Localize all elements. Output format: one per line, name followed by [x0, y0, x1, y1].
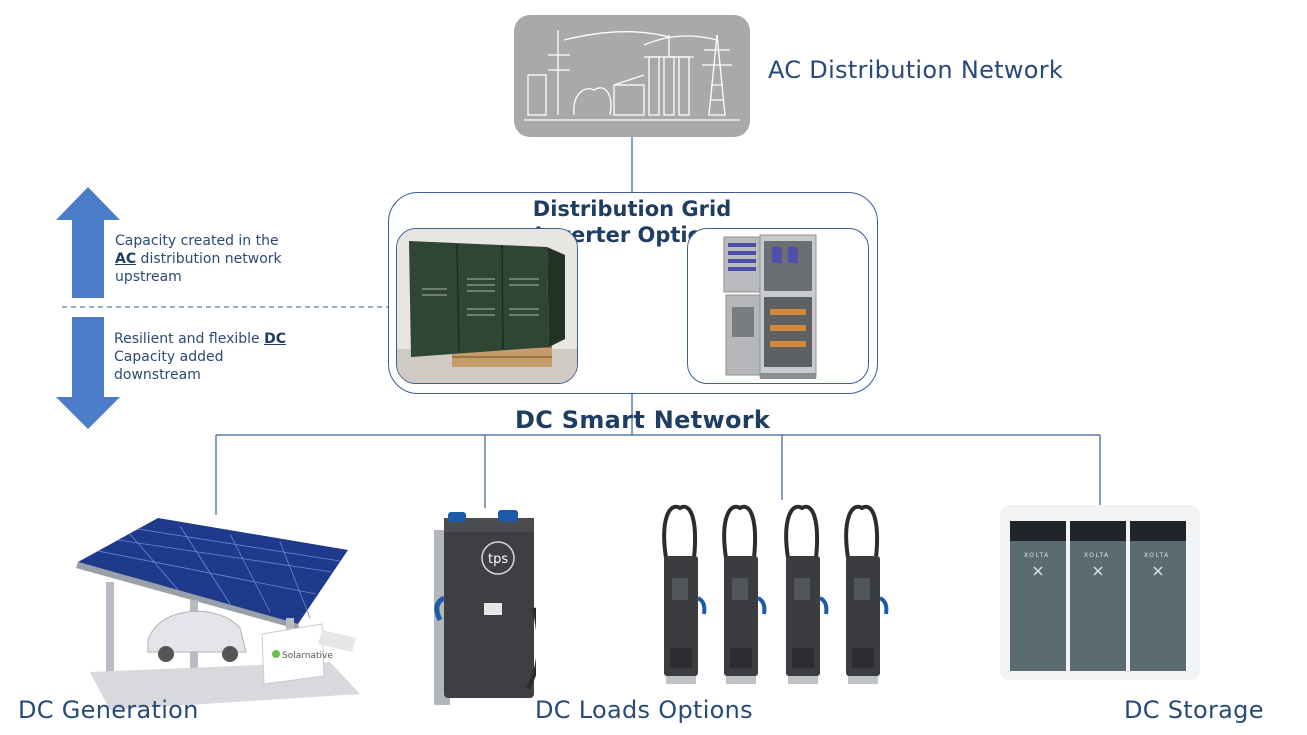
tps-charger-image: tps [418, 508, 536, 708]
storage-brand-1: XOLTA [1024, 552, 1050, 559]
storage-brand-3: XOLTA [1144, 552, 1170, 559]
ac-emphasis: AC [115, 251, 137, 267]
dc-generation-label: DC Generation [18, 696, 199, 724]
carport-brand: Solarnative [282, 651, 333, 661]
inverter-cabinet-icon [397, 229, 577, 383]
substation-icon [524, 30, 740, 121]
ac-network-label: AC Distribution Network [768, 56, 1064, 84]
charger-brand: tps [488, 552, 508, 567]
dc-loads-label: DC Loads Options [535, 696, 753, 724]
charger-array-image [650, 498, 920, 698]
down-arrow-icon [56, 317, 120, 429]
dc-smart-network-label: DC Smart Network [515, 406, 771, 434]
battery-storage-icon: XOLTA XOLTA XOLTA [1000, 505, 1200, 680]
solar-carport-icon: Solarnative [76, 518, 360, 710]
dc-emphasis: DC [264, 331, 286, 347]
up-arrow-icon [56, 187, 120, 298]
charger-array-icon [662, 504, 889, 686]
downstream-note: Resilient and flexible DC Capacity added… [114, 331, 286, 383]
battery-storage-image: XOLTA XOLTA XOLTA [1000, 505, 1200, 680]
solar-carport-image: Solarnative [70, 512, 360, 712]
substation-image [514, 15, 750, 137]
inverter-option-cabinet [396, 228, 578, 384]
inverter-option-rack [687, 228, 869, 384]
upstream-note: Capacity created in the AC distribution … [115, 233, 282, 285]
storage-brand-2: XOLTA [1084, 552, 1110, 559]
tps-charger-icon: tps [434, 510, 536, 705]
inverter-rack-icon [723, 234, 817, 379]
dc-storage-label: DC Storage [1124, 696, 1264, 724]
